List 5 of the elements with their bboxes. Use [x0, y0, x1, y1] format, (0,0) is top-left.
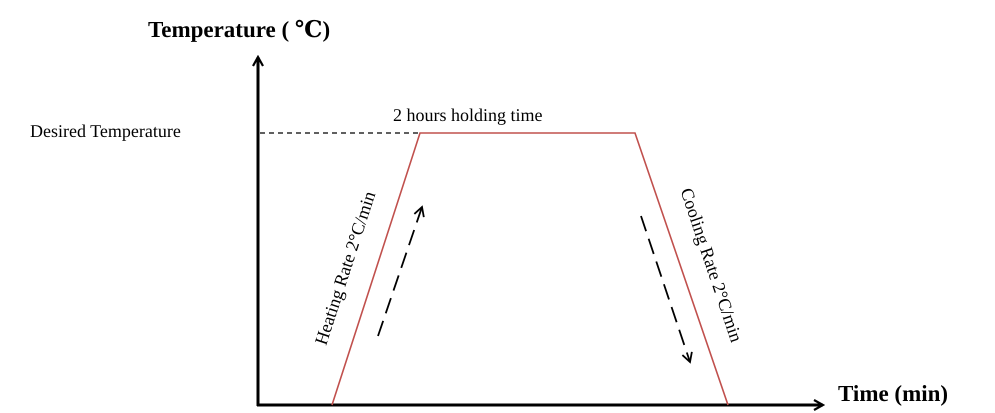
level-label: Desired Temperature	[30, 122, 181, 140]
axis-title: Temperature ( ℃)	[148, 18, 330, 41]
segment-label: Cooling Rate 2°C/min	[677, 186, 746, 344]
segment-label: 2 hours holding time	[393, 106, 542, 124]
axis-title: Time (min)	[838, 382, 948, 405]
